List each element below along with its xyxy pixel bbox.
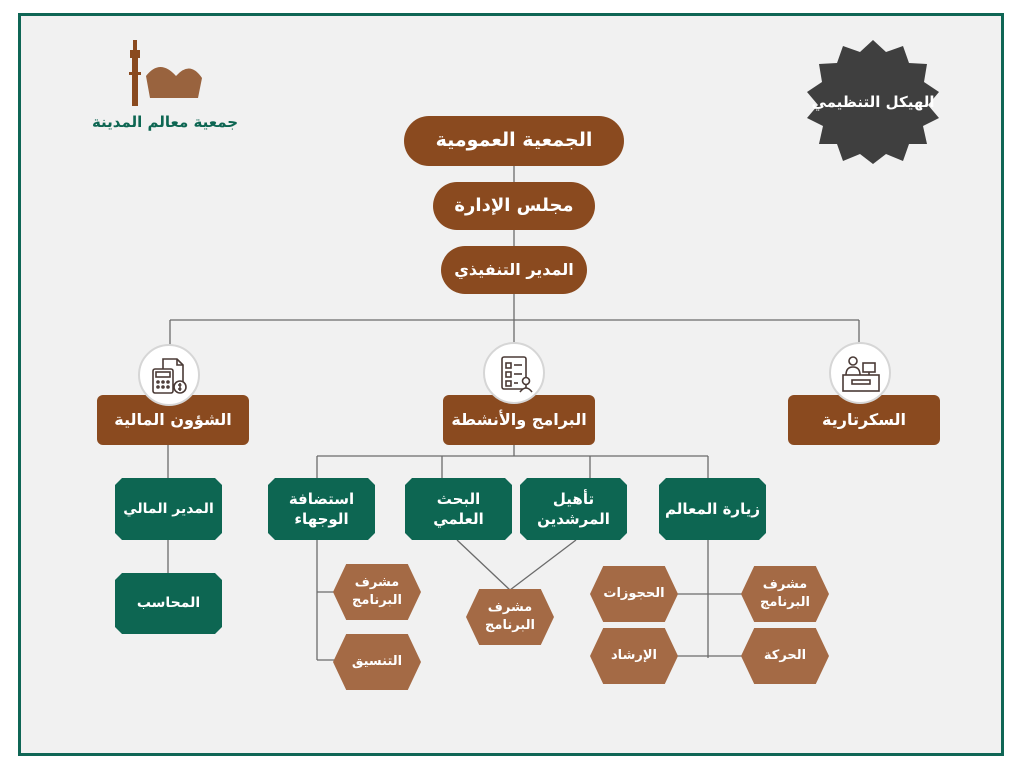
node-executive-director: المدير التنفيذي — [441, 246, 587, 294]
node-board: مجلس الإدارة — [433, 182, 595, 230]
node-guidance: الإرشاد — [590, 628, 678, 684]
node-coordination: التنسيق — [333, 634, 421, 690]
reception-desk-icon — [829, 342, 891, 404]
logo-text: جمعية معالم المدينة — [91, 113, 239, 131]
node-landmarks-supervisor: مشرف البرنامج — [741, 566, 829, 622]
node-dignitaries-supervisor: مشرف البرنامج — [333, 564, 421, 620]
title-badge-shape — [807, 40, 939, 164]
node-landmarks: زيارة المعالم — [659, 478, 766, 540]
node-finance-manager: المدير المالي — [115, 478, 222, 540]
node-movement: الحركة — [741, 628, 829, 684]
logo — [129, 40, 202, 106]
node-secretariat: السكرتارية — [788, 395, 940, 445]
node-guides: تأهيل المرشدين — [520, 478, 627, 540]
node-dignitaries: استضافة الوجهاء — [268, 478, 375, 540]
node-accountant: المحاسب — [115, 573, 222, 634]
node-research: البحث العلمي — [405, 478, 512, 540]
chart-title: الهيكل التنظيمي — [811, 93, 935, 111]
node-shared-supervisor: مشرف البرنامج — [466, 589, 554, 645]
checklist-person-icon — [483, 342, 545, 404]
node-bookings: الحجوزات — [590, 566, 678, 622]
node-general-assembly: الجمعية العمومية — [404, 116, 624, 166]
finance-calculator-icon — [138, 344, 200, 406]
